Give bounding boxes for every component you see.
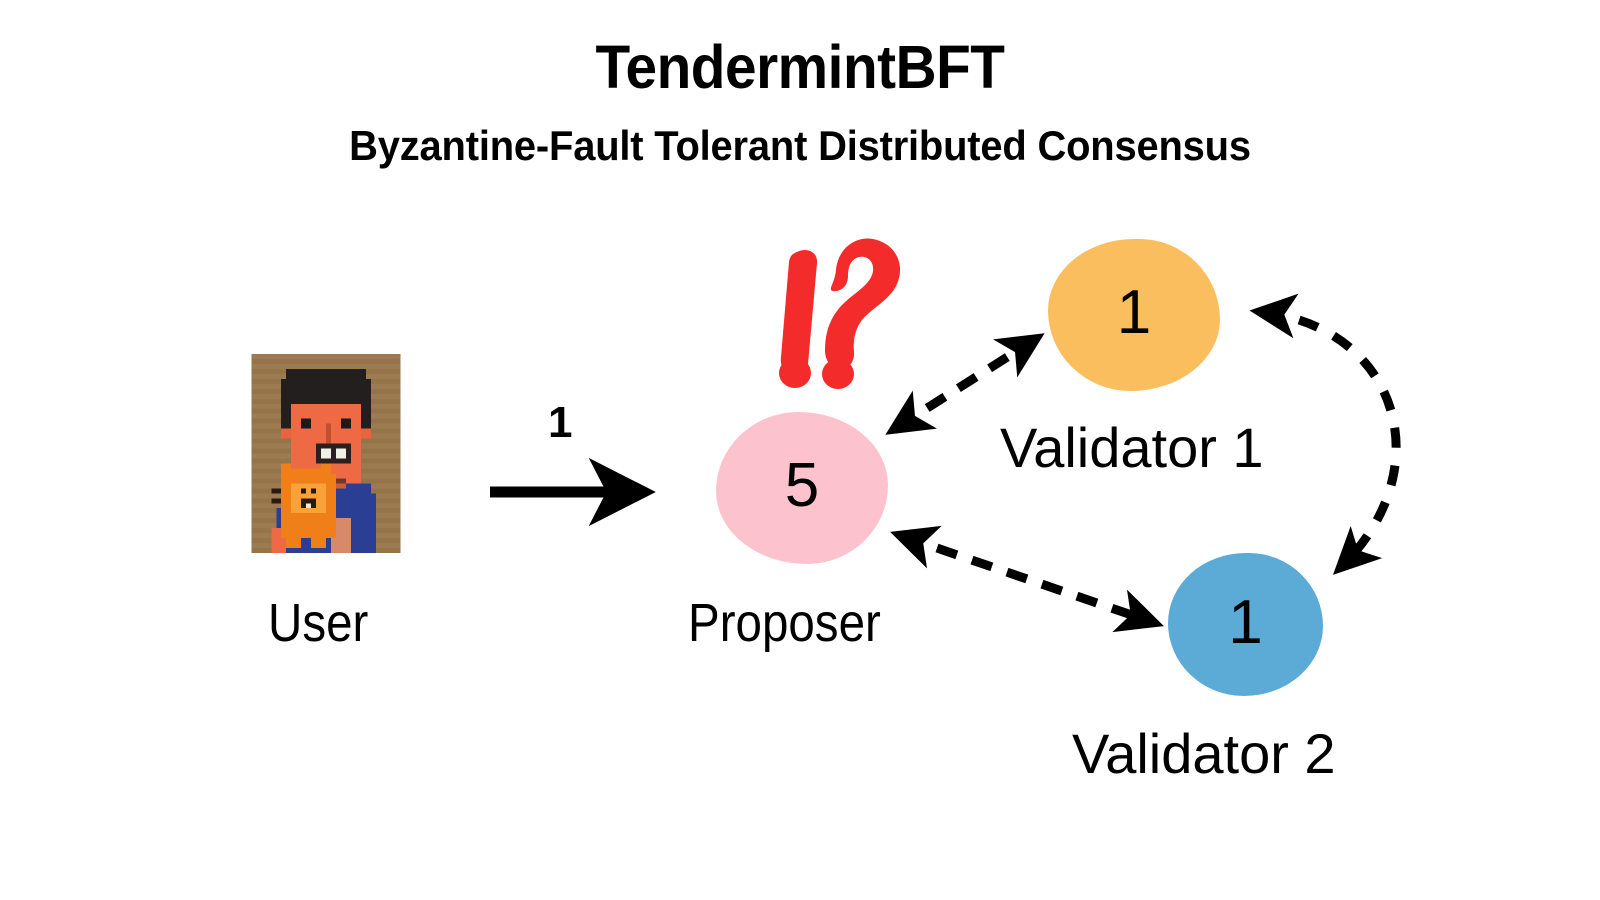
validator-2-value: 1	[1228, 587, 1263, 657]
pixel-art-avatar-icon	[251, 354, 401, 553]
node-proposer[interactable]: 5	[716, 412, 888, 564]
edge-label-user-to-proposer: 1	[548, 398, 573, 447]
node-validator-1[interactable]: 1	[1048, 239, 1220, 391]
validator-2-label: Validator 2	[1072, 722, 1336, 785]
page-title: TendermintBFT	[595, 33, 1005, 101]
arrow-proposer-validator-1	[885, 333, 1045, 435]
arrow-proposer-validator-2	[890, 525, 1164, 633]
arrow-validator-1-validator-2	[1249, 293, 1401, 575]
proposer-value: 5	[784, 451, 820, 520]
alert-dot-left	[779, 358, 811, 388]
page-subtitle: Byzantine-Fault Tolerant Distributed Con…	[349, 122, 1251, 169]
validator-1-value: 1	[1116, 278, 1152, 347]
proposer-label: Proposer	[688, 593, 881, 653]
alert-dot-right	[822, 359, 854, 389]
user-label: User	[268, 593, 369, 653]
interrobang-alert-icon	[779, 238, 901, 389]
validator-1-label: Validator 1	[1000, 416, 1264, 479]
node-validator-2[interactable]: 1	[1168, 553, 1323, 696]
user-avatar	[251, 354, 401, 553]
